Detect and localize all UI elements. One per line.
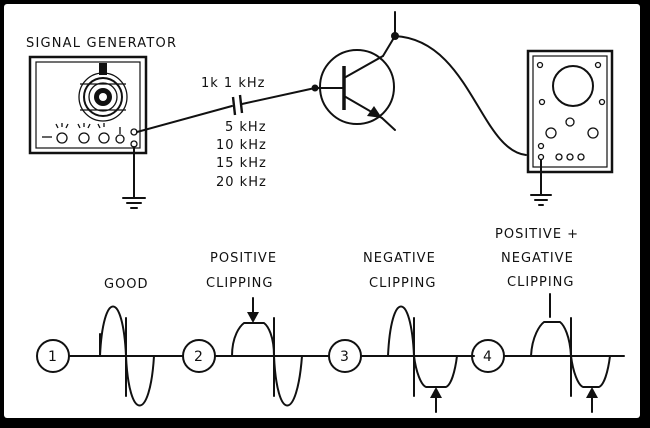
- waveform-label: NEGATIVE: [363, 251, 436, 266]
- input-wire: [136, 105, 233, 133]
- frequency-label: 1k 1 kHz: [201, 76, 265, 91]
- ground-icon: [122, 146, 146, 209]
- waveform-number: 3: [340, 349, 349, 365]
- waveform-label: NEGATIVE: [501, 251, 574, 266]
- transistor-icon: [314, 11, 399, 131]
- frequency-label: 15 kHz: [216, 156, 267, 171]
- scope-screen-icon: [552, 65, 594, 107]
- oscilloscope: [526, 49, 614, 174]
- waveform-positive-clipping: 2: [182, 297, 329, 407]
- waveform-number: 4: [483, 349, 492, 365]
- frequency-label: 20 kHz: [216, 175, 267, 190]
- waveform-good: 1: [36, 305, 184, 407]
- waveform-number: 2: [194, 349, 203, 365]
- dial-icon: [78, 63, 128, 122]
- waveform-label: POSITIVE: [210, 251, 277, 266]
- waveform-label: POSITIVE +: [495, 227, 579, 242]
- ground-icon: [530, 159, 552, 206]
- waveform-label: CLIPPING: [369, 276, 436, 291]
- base-wire: [241, 87, 316, 105]
- arrow-down-icon: [247, 297, 259, 323]
- arrow-up-icon: [430, 387, 442, 413]
- waveform-number: 1: [48, 349, 57, 365]
- probe-wire: [394, 35, 527, 156]
- waveform-label: GOOD: [104, 277, 149, 292]
- capacitor-icon: [231, 94, 244, 116]
- waveform-both-clipping: 4: [471, 293, 625, 413]
- signal-generator: SIGNAL GENERATOR: [26, 36, 177, 155]
- waveform-label: CLIPPING: [507, 275, 574, 290]
- frequency-list: 1k 1 kHz 5 kHz 10 kHz 15 kHz 20 kHz: [201, 76, 267, 190]
- oscilloscope-body: [526, 49, 614, 174]
- frequency-label: 10 kHz: [216, 138, 267, 153]
- generator-body: [28, 55, 148, 155]
- arrow-up-icon: [586, 387, 598, 413]
- waveform-negative-clipping: 3: [328, 305, 475, 413]
- knob-icons: [42, 123, 125, 144]
- generator-title: SIGNAL GENERATOR: [26, 36, 177, 51]
- waveform-label: CLIPPING: [206, 276, 273, 291]
- frequency-label: 5 kHz: [225, 120, 267, 135]
